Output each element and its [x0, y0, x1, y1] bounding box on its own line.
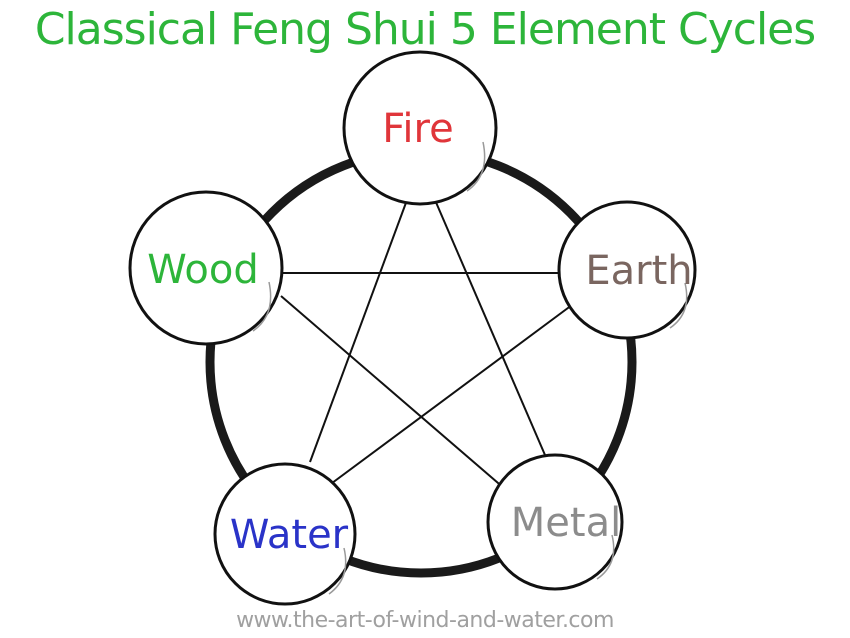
element-node-metal: Metal — [486, 453, 624, 591]
element-node-fire: Fire — [342, 50, 498, 206]
element-circle-fire — [342, 50, 498, 206]
diagram-title: Classical Feng Shui 5 Element Cycles — [34, 4, 816, 55]
element-circle-earth — [557, 200, 697, 340]
circle-highlight-metal — [596, 534, 615, 580]
element-label-fire: Fire — [382, 106, 453, 152]
element-node-earth: Earth — [557, 200, 697, 340]
star-line-fire-water — [309, 199, 408, 463]
controlling-cycle-star — [280, 199, 577, 490]
element-circle-water — [213, 462, 357, 606]
circle-highlight-earth — [669, 282, 688, 329]
element-label-water: Water — [230, 512, 349, 558]
element-label-wood: Wood — [147, 247, 259, 293]
circle-highlight-water — [328, 547, 347, 595]
circle-highlight-fire — [466, 141, 486, 192]
circle-highlight-wood — [252, 281, 272, 332]
website-credit: www.the-art-of-wind-and-water.com — [236, 608, 614, 633]
star-line-earth-water — [323, 301, 577, 490]
element-label-earth: Earth — [585, 248, 692, 294]
element-circle-metal — [486, 453, 624, 591]
star-line-fire-metal — [434, 199, 546, 456]
element-label-metal: Metal — [511, 500, 621, 546]
star-line-wood-metal — [280, 295, 506, 490]
element-node-wood: Wood — [128, 190, 284, 346]
element-node-water: Water — [213, 462, 357, 606]
element-circle-wood — [128, 190, 284, 346]
